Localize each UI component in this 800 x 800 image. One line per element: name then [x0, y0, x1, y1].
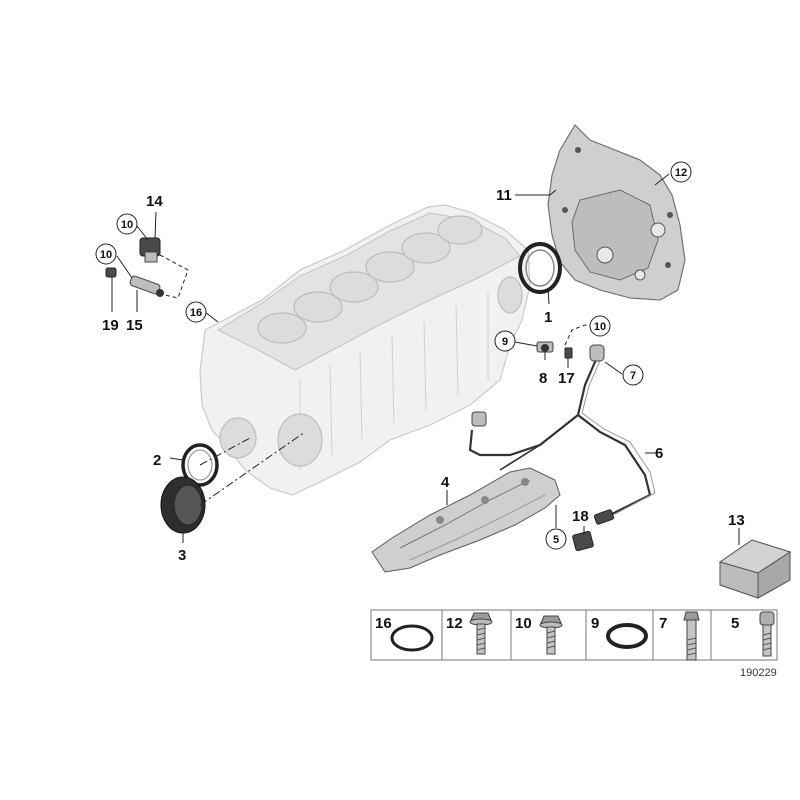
- callout-8: 8: [539, 370, 547, 387]
- pin-17: [564, 347, 573, 359]
- callout-16: 16: [185, 301, 207, 323]
- svg-text:12: 12: [675, 167, 687, 179]
- callout-9: 9: [494, 330, 516, 352]
- callout-15: 15: [126, 317, 143, 334]
- svg-text:5: 5: [553, 534, 559, 546]
- rear-plate: [547, 124, 686, 301]
- callout-labels: 1 2 3 4 6 8 11 13 14 15 17 18 19: [102, 187, 745, 564]
- sensor-15: [129, 275, 164, 297]
- engine-block: [199, 204, 531, 496]
- hex-bolt-icon: [683, 611, 700, 661]
- callout-6: 6: [655, 445, 663, 462]
- svg-text:16: 16: [190, 307, 202, 319]
- legend-number-5: 5: [731, 615, 739, 632]
- knock-sensor-7: [589, 344, 605, 362]
- callout-18: 18: [572, 508, 589, 525]
- sensor-14: [139, 237, 161, 263]
- heat-shield: [371, 467, 561, 573]
- callout-10-b: 10: [95, 243, 117, 265]
- clip-19: [105, 267, 117, 278]
- leader-lines: [111, 173, 740, 545]
- callout-12: 12: [670, 161, 692, 183]
- callout-2: 2: [153, 452, 161, 469]
- legend-cell-7: [652, 609, 712, 661]
- callout-7: 7: [622, 364, 644, 386]
- legend-cell-9: [585, 609, 654, 661]
- legend-number-16: 16: [375, 615, 392, 632]
- callout-17: 17: [558, 370, 575, 387]
- front-seal-ring: [181, 443, 219, 487]
- legend-number-12: 12: [446, 615, 463, 632]
- callout-10-c: 10: [589, 315, 611, 337]
- callout-1: 1: [544, 309, 552, 326]
- circled-callouts: 5 7 9 10 10 10 12 16: [95, 161, 692, 550]
- svg-text:10: 10: [594, 321, 606, 333]
- callout-13: 13: [728, 512, 745, 529]
- wiring-harness: [468, 354, 656, 525]
- cylinder-bores: [257, 215, 483, 344]
- rear-shaft-seal: [518, 242, 562, 294]
- legend-number-7: 7: [659, 615, 667, 632]
- reference-number: 190229: [740, 667, 777, 679]
- callout-5: 5: [545, 528, 567, 550]
- cover-cap: [160, 476, 206, 534]
- callout-19: 19: [102, 317, 119, 334]
- legend-number-9: 9: [591, 615, 599, 632]
- callout-4: 4: [441, 474, 450, 491]
- sensor-8: [536, 341, 554, 353]
- callout-14: 14: [146, 193, 163, 210]
- kit-box-13: [718, 539, 792, 599]
- svg-text:10: 10: [100, 249, 112, 261]
- svg-text:9: 9: [502, 336, 508, 348]
- callout-11: 11: [496, 187, 512, 204]
- parts-legend: 16 12 10 9 7 5: [370, 609, 778, 661]
- connector-18: [572, 530, 594, 552]
- flange-bolt-icon: [469, 612, 493, 655]
- o-ring-icon: [390, 624, 434, 652]
- legend-number-10: 10: [515, 615, 532, 632]
- socket-head-screw-icon: [759, 611, 775, 657]
- svg-text:10: 10: [121, 219, 133, 231]
- svg-text:7: 7: [630, 370, 636, 382]
- callout-3: 3: [178, 547, 186, 564]
- flange-bolt-icon: [539, 615, 563, 655]
- o-ring-icon: [606, 623, 648, 649]
- callout-10-a: 10: [116, 213, 138, 235]
